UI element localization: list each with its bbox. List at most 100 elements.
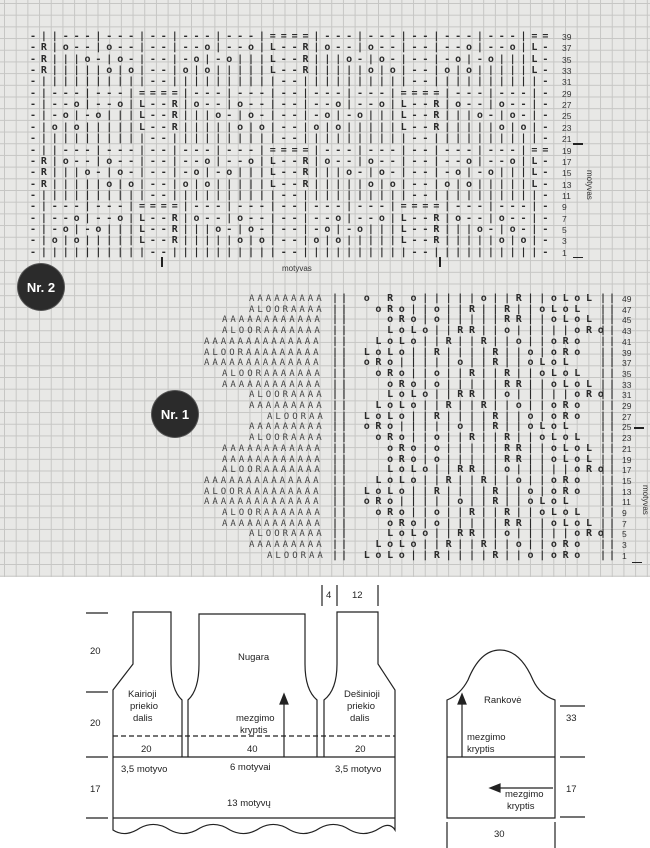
chart2-stitch-row: -|-o|-o|||L--R|||o-|o-|--|-o|-o|||L--R||… [30, 223, 554, 235]
row-marker-tick [634, 427, 644, 429]
left-front-outline [112, 611, 183, 818]
chart2-stitch-row: -R|||||o|o|--|o|o|||||L--R|||||o|o|--|o|… [30, 65, 554, 77]
chart1-row: AAAAAAAAAAAA|| oRo|o|||||RR||oLoL||33 [0, 378, 650, 390]
back-outline [187, 613, 318, 757]
chart1-a-block: ALOORAAAA [249, 304, 325, 315]
edge-knit-stitches: || [332, 485, 351, 497]
chart2-stitch-row: -R|o--|o--|--|--o|--o|L--R|o--|o--|--|--… [30, 42, 554, 54]
chart1-row: AAAAAAAAA|| LoLo||R||R||o||oRo||29 [0, 400, 650, 412]
chart2-row: -||---|---|--|---|---|====|---|---|--|--… [0, 31, 650, 43]
row-number: 13 [622, 486, 632, 497]
chart2-stitch-row: -||---|---|--|---|---|====|---|---|--|--… [30, 31, 554, 42]
chart2-row: -|---|---|====|---|---|--|---|---|====|-… [0, 201, 650, 213]
chart1-row: AAAAAAAAAAAAAA|| oRo|||||o||R||oLoL||11 [0, 497, 650, 508]
chart1-lace-block: LoLo||R||R||o||oRo [352, 400, 587, 411]
chart1-lace-block: oRo|o|||||RR||oLoL [352, 453, 598, 465]
row-number: 13 [562, 179, 572, 190]
chart2-stitch-row: -|---|---|====|---|---|--|---|---|====|-… [30, 201, 554, 213]
chart1-lace-block: oRo||o||R||R||oLoL [352, 507, 587, 518]
chart1-a-block: ALOORAAAAAAA [222, 326, 323, 337]
row-number: 1 [562, 247, 567, 258]
chart2-stitch-row: -|---|---|====|---|---|--|---|---|====|-… [30, 87, 554, 99]
chart1-a-block: AAAAAAAAA [249, 401, 325, 411]
motifs-back: 6 motyvai [230, 762, 271, 773]
sleeve-outline [446, 649, 556, 819]
chart2-stitch-row: -|-o|-o|||L--R|||o-|o-|--|-o|-o|||L--R||… [30, 110, 554, 122]
edge-knit-stitches: || [600, 378, 619, 390]
sleeve-width: 30 [494, 829, 505, 840]
chart1-row: AAAAAAAAA|| LoLo||R||R||o||oRo||3 [0, 539, 650, 551]
edge-knit-stitches: || [600, 549, 619, 561]
badge-nr1: Nr. 1 [152, 391, 198, 437]
chart1-lace-block: oRo||o||R||R||oLoL [352, 367, 587, 379]
chart1-lace-block: LoLo||R||||R||o|oRo [352, 346, 587, 358]
edge-knit-stitches: || [600, 335, 619, 347]
chart1-row: AAAAAAAAA|| oRo|||||o||R||oLoL||25 [0, 421, 650, 433]
chart2-row: -R|o--|o--|--|--o|--o|L--R|o--|o--|--|--… [0, 42, 650, 54]
chart1-row: ALOORAAAAAAA|| oRo||o||R||R||oLoL||35 [0, 367, 650, 379]
chart1-a-block: ALOORAAAA [249, 390, 325, 401]
row-number: 49 [622, 294, 632, 304]
edge-knit-stitches: || [600, 421, 619, 433]
row-number: 35 [622, 368, 632, 379]
edge-knit-stitches: || [332, 421, 351, 433]
sleeve-direction-left-1: mezgimo [505, 789, 544, 800]
edge-knit-stitches: || [600, 464, 619, 476]
chart2-stitch-row: -||||||||||--||||||||||--||||||||||--|||… [30, 133, 554, 145]
motifs-left: 3,5 motyvo [121, 764, 167, 775]
row-number: 9 [622, 508, 627, 518]
edge-knit-stitches: || [332, 432, 351, 444]
chart2-row: -R|||||o|o|--|o|o|||||L--R|||||o|o|--|o|… [0, 179, 650, 190]
chart2-stitch-row: -R|||o-|o-|--|-o|-o|||L--R|||o-|o-|--|-o… [30, 53, 554, 65]
chart1-a-block: AAAAAAAAAAAAAA [204, 336, 322, 347]
chart1-row: ALOORAA|| LoLo||R||||R||o|oRo||27 [0, 410, 650, 422]
chart1-lace-block: oRo||o||R||R||oLoL [352, 432, 587, 444]
chart1-lace-block: LoLo||R||||R||o|oRo [352, 410, 587, 422]
chart1-a-block: AAAAAAAAAAAA [222, 379, 323, 390]
chart1-row: AAAAAAAAAAAA|| oRo|o|||||RR||oLoL||45 [0, 314, 650, 326]
chart2-stitch-row: -|o|o|||||L--R|||||o|o|--|o|o|||||L--R||… [30, 121, 554, 133]
chart1-row: AAAAAAAAAAAA|| oRo|o|||||RR||oLoL||21 [0, 442, 650, 454]
chart1-lace-block: LoLo||RR||o|||||oRo [352, 389, 610, 401]
edge-knit-stitches: || [332, 378, 351, 390]
edge-knit-stitches: || [600, 453, 619, 465]
chart1-row: AAAAAAAAAAAAAA|| oRo|||||o||R||oLoL||37 [0, 358, 650, 369]
motif-start-tick [161, 257, 163, 267]
direction-label-1: mezgimo [236, 713, 275, 724]
chart1-a-block: AAAAAAAAAAAAAA [204, 497, 322, 508]
chart1-a-block: AAAAAAAAAAAA [222, 454, 323, 465]
chart2-row: -|-o|-o|||L--R|||o-|o-|--|-o|-o|||L--R||… [0, 223, 650, 235]
chart1-row: AAAAAAAAA|| o R o|||||o||R||oLoL||49 [0, 294, 650, 305]
wavy-hem [112, 818, 396, 835]
chart1-lace-block: LoLo||R||||R||o|oRo [352, 485, 587, 497]
row-number: 45 [622, 315, 632, 326]
chart1-a-block: ALOORAAAA [249, 433, 325, 444]
row-number: 29 [562, 88, 572, 99]
chart1-lace-block: oRo||o||R||R||oLoL [352, 303, 587, 315]
row-number: 37 [622, 358, 632, 369]
chart1-row: ALOORAAAA|| LoLo||RR||o|||||oRo||5 [0, 529, 650, 540]
row-number: 19 [622, 454, 632, 465]
garment-schematic: 4 12 20 20 17 Nugara Kairioji priekio da… [86, 585, 585, 848]
width-back: 40 [247, 744, 258, 755]
edge-knit-stitches: || [332, 367, 351, 379]
chart2-row: -|-o|-o|||L--R|||o-|o-|--|-o|-o|||L--R||… [0, 110, 650, 122]
row-number: 41 [622, 336, 632, 347]
row-number: 11 [562, 190, 571, 201]
chart2-row: -||||||||||--||||||||||--||||||||||--|||… [0, 247, 650, 258]
chart2-stitch-row: -|o|o|||||L--R|||||o|o|--|o|o|||||L--R||… [30, 235, 554, 247]
edge-knit-stitches: || [332, 442, 351, 454]
chart1-row: ALOORAAAAAAA|| LoLo||RR||o|||||oRo||17 [0, 464, 650, 476]
edge-knit-stitches: || [600, 474, 619, 486]
left-dim-lower: 17 [90, 784, 101, 795]
sleeve-direction-up-1: mezgimo [467, 732, 506, 743]
chart1-lace-block: oRo|||||o||R||oLoL [352, 421, 575, 433]
row-marker-tick [573, 143, 583, 145]
chart1-row: ALOORAAAAAAAAA|| LoLo||R||||R||o|oRo||13 [0, 485, 650, 497]
edge-knit-stitches: || [332, 464, 351, 476]
chart1-a-block: ALOORAAAAAAA [222, 465, 323, 476]
row-number: 7 [562, 213, 567, 224]
chart1-lace-block: oRo|o|||||RR||oLoL [352, 314, 598, 326]
edge-knit-stitches: || [600, 539, 619, 551]
chart2-row: -||||||||||--||||||||||--||||||||||--|||… [0, 190, 650, 201]
